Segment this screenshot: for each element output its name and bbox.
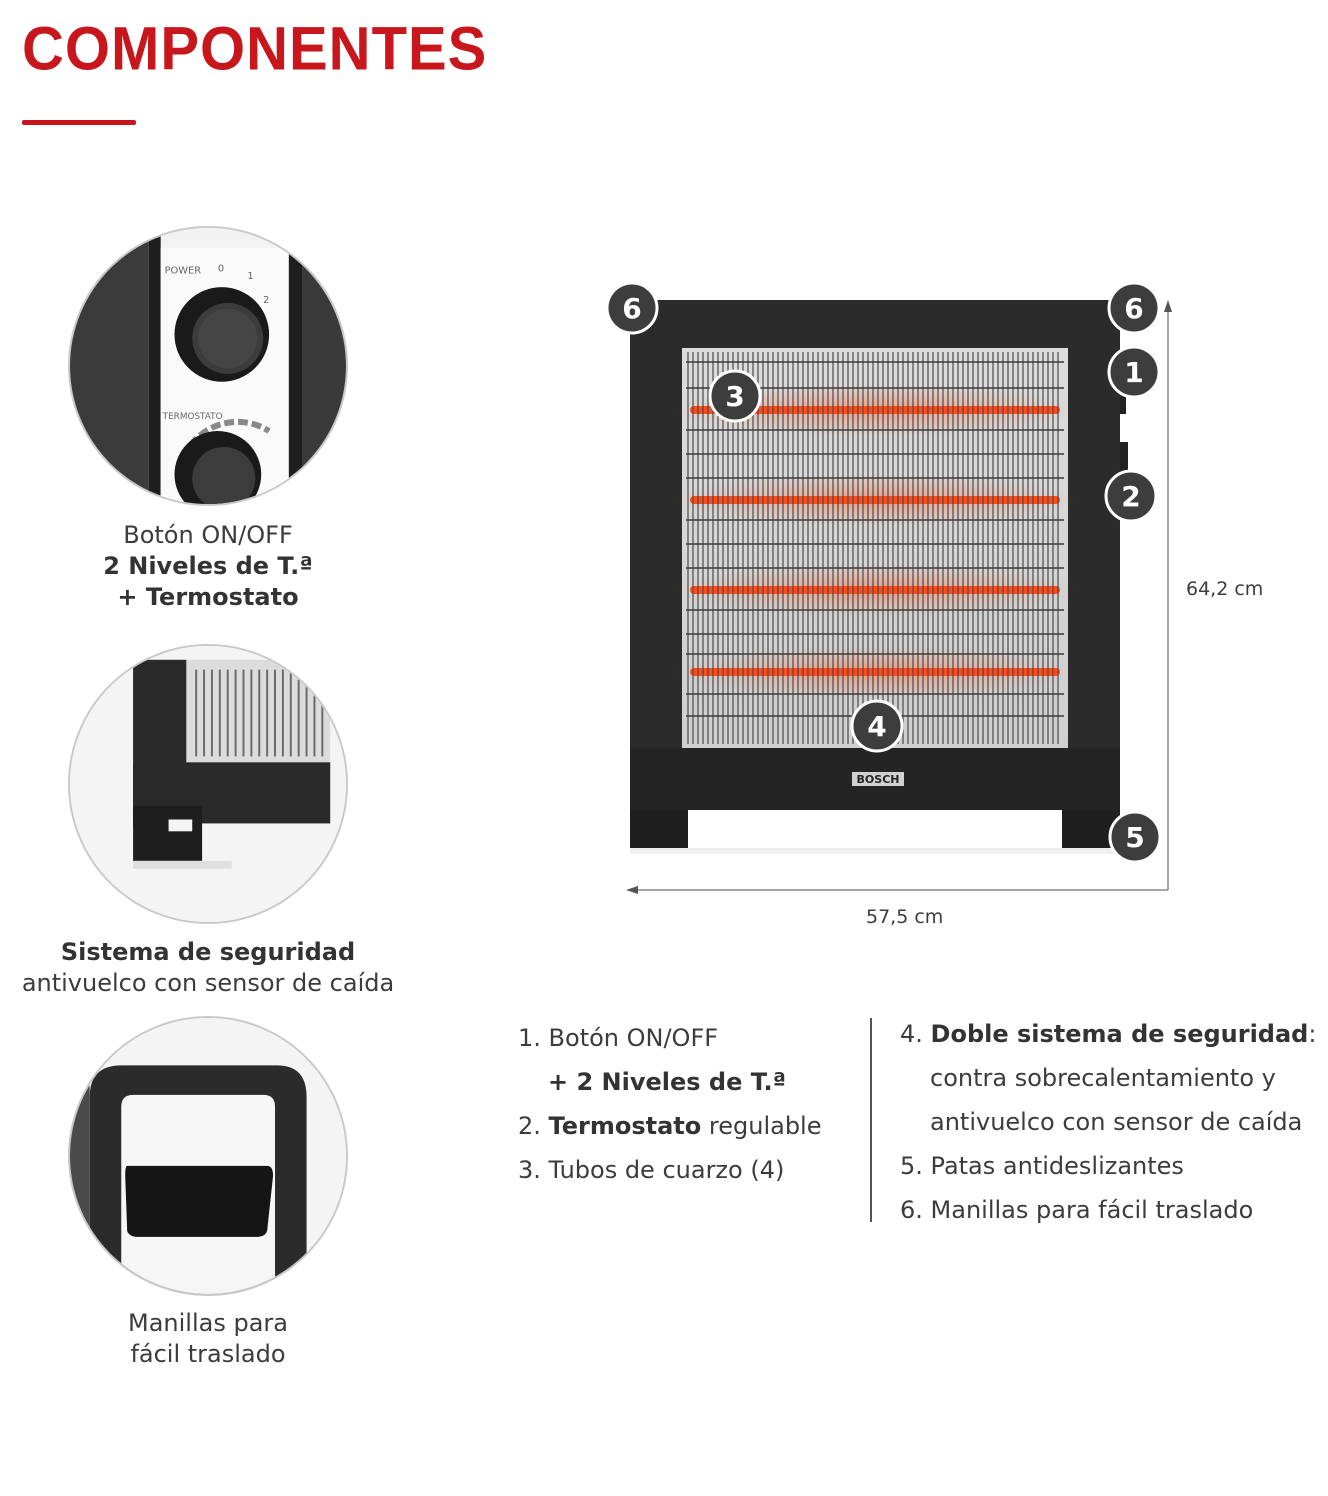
caption-safety: Sistema de seguridad antivuelco con sens… bbox=[21, 938, 395, 997]
svg-text:2: 2 bbox=[263, 295, 269, 306]
svg-text:1: 1 bbox=[1124, 356, 1143, 389]
title-underline bbox=[22, 120, 136, 125]
marker-2: 2 bbox=[1104, 469, 1158, 523]
marker-1: 1 bbox=[1107, 345, 1161, 399]
page-title: COMPONENTES bbox=[22, 15, 488, 84]
detail-base-image bbox=[68, 644, 348, 924]
list-divider bbox=[870, 1018, 872, 1222]
svg-text:5: 5 bbox=[1125, 821, 1144, 854]
feature-item-6: 6. Manillas para fácil traslado bbox=[900, 1196, 1254, 1224]
width-dimension-label: 57,5 cm bbox=[866, 906, 944, 928]
feature-item-2: 2. Termostato regulable bbox=[518, 1112, 822, 1140]
caption-handles: Manillas para fácil traslado bbox=[128, 1309, 288, 1368]
svg-text:0: 0 bbox=[218, 263, 224, 274]
svg-text:6: 6 bbox=[622, 292, 641, 325]
svg-text:1: 1 bbox=[247, 271, 253, 282]
detail-handle-image bbox=[68, 1016, 348, 1296]
features-list-left: 1. Botón ON/OFF + 2 Niveles de T.ª 2. Te… bbox=[518, 1016, 858, 1192]
svg-text:3: 3 bbox=[725, 380, 744, 413]
marker-3: 3 bbox=[708, 369, 762, 423]
caption-controls: Botón ON/OFF 2 Niveles de T.ª + Termosta… bbox=[103, 521, 313, 611]
thermo-knob-label: TERMOSTATO bbox=[162, 412, 223, 422]
feature-item-3: 3. Tubos de cuarzo (4) bbox=[518, 1156, 785, 1184]
marker-5: 5 bbox=[1108, 810, 1162, 864]
svg-text:4: 4 bbox=[867, 710, 886, 743]
feature-item-5: 5. Patas antideslizantes bbox=[900, 1152, 1184, 1180]
marker-4: 4 bbox=[850, 699, 904, 753]
power-knob-label: POWER bbox=[165, 265, 202, 276]
feature-item-1-cont: + 2 Niveles de T.ª bbox=[548, 1068, 787, 1096]
height-dimension-label: 64,2 cm bbox=[1186, 578, 1264, 600]
brand-logo: BOSCH bbox=[857, 773, 900, 786]
marker-6-right: 6 bbox=[1107, 281, 1161, 335]
marker-6-left: 6 bbox=[605, 281, 659, 335]
svg-text:2: 2 bbox=[1121, 480, 1140, 513]
heater-product-image: BOSCH 6 6 1 2 3 4 5 bbox=[590, 270, 1210, 950]
detail-controls-image: POWER 0 1 2 TERMOSTATO bbox=[68, 226, 348, 506]
feature-item-4: 4. Doble sistema de seguridad: bbox=[900, 1020, 1317, 1048]
svg-text:6: 6 bbox=[1124, 292, 1143, 325]
feature-item-1: 1. Botón ON/OFF bbox=[518, 1024, 719, 1052]
features-list-right: 4. Doble sistema de seguridad: contra so… bbox=[900, 1012, 1325, 1232]
